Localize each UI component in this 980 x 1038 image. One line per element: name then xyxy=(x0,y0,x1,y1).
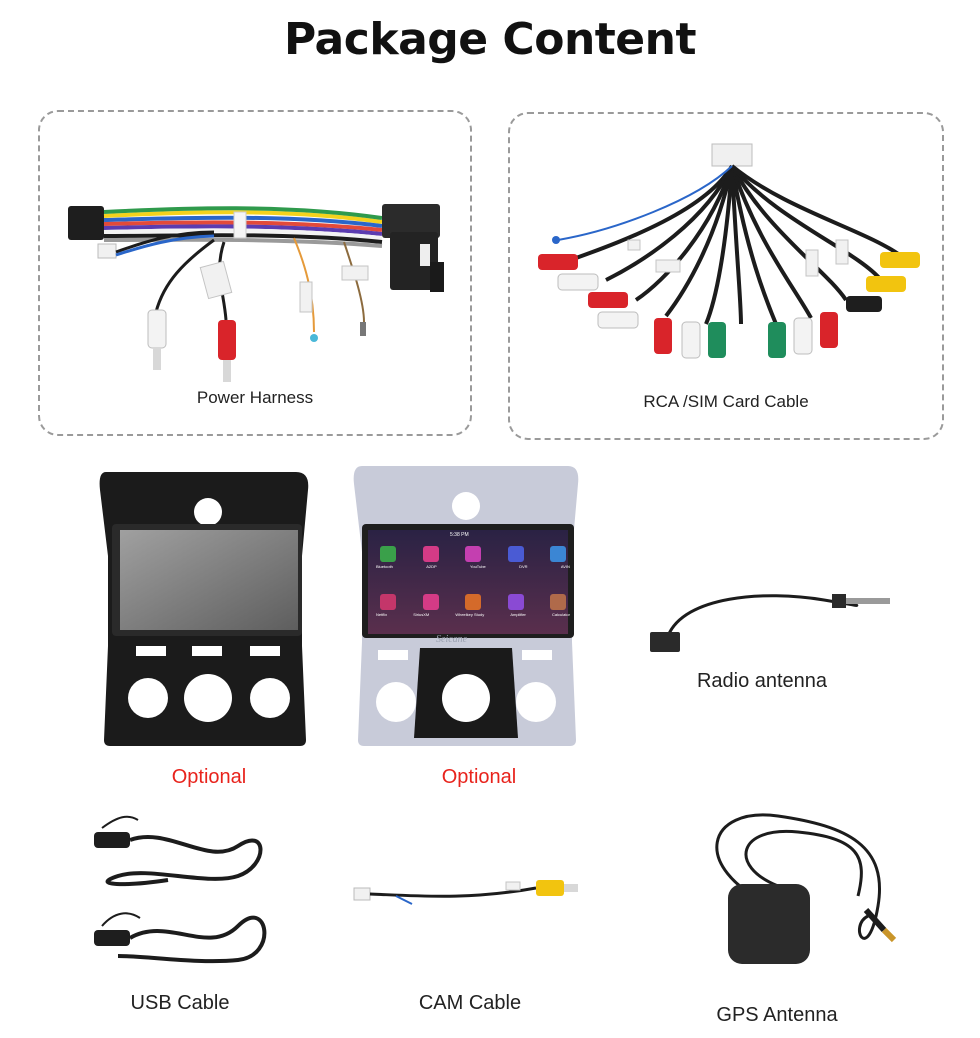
frame-silver-image: 5:38 PM Bluetooth A2DP YouTube DVR AVIN … xyxy=(350,462,582,752)
usb-cable-label: USB Cable xyxy=(130,992,230,1014)
siriusxm-app-icon xyxy=(422,594,439,610)
screen-brand: Seicane xyxy=(436,634,468,645)
netflix-app-icon xyxy=(380,594,396,610)
usb-cable-image xyxy=(94,815,267,964)
amplifier-app-icon xyxy=(507,594,524,610)
cam-cable-image xyxy=(353,880,578,905)
screen-app-row-2 xyxy=(380,594,566,610)
screen-app-labels-1: Bluetooth A2DP YouTube DVR AVIN xyxy=(376,564,570,569)
a2dp-app-icon xyxy=(422,546,439,562)
gps-antenna-label: GPS Antenna xyxy=(716,1004,838,1026)
power-harness-card: Power Harness xyxy=(38,110,472,436)
frame-silver-label: Optional xyxy=(441,766,517,788)
calculator-app-icon xyxy=(550,594,566,610)
youtube-app-icon xyxy=(465,546,481,562)
power-harness-image xyxy=(68,204,444,382)
radio-antenna-label: Radio antenna xyxy=(696,670,828,692)
frame-black-label: Optional xyxy=(171,766,247,788)
avin-app-icon xyxy=(550,546,566,562)
bluetooth-app-icon xyxy=(380,546,396,562)
screen-time: 5:38 PM xyxy=(450,532,469,538)
rca-sim-cable-image xyxy=(538,143,920,359)
gps-antenna-image xyxy=(715,813,897,964)
rca-sim-cable-label: RCA /SIM Card Cable xyxy=(643,392,809,411)
radio-antenna-image xyxy=(650,594,890,652)
cam-cable-label: CAM Cable xyxy=(418,992,522,1014)
wheelkey-app-icon xyxy=(465,594,481,610)
dvr-app-icon xyxy=(507,546,524,562)
screen-app-labels-2: Netflix SiriusXM Wheelkey Study Amplifie… xyxy=(376,612,570,617)
frame-black-image xyxy=(99,472,309,746)
screen-app-row-1 xyxy=(380,546,566,562)
page-title: Package Content xyxy=(283,14,697,65)
power-harness-label: Power Harness xyxy=(196,388,314,407)
rca-sim-cable-card: RCA /SIM Card Cable xyxy=(508,112,944,440)
